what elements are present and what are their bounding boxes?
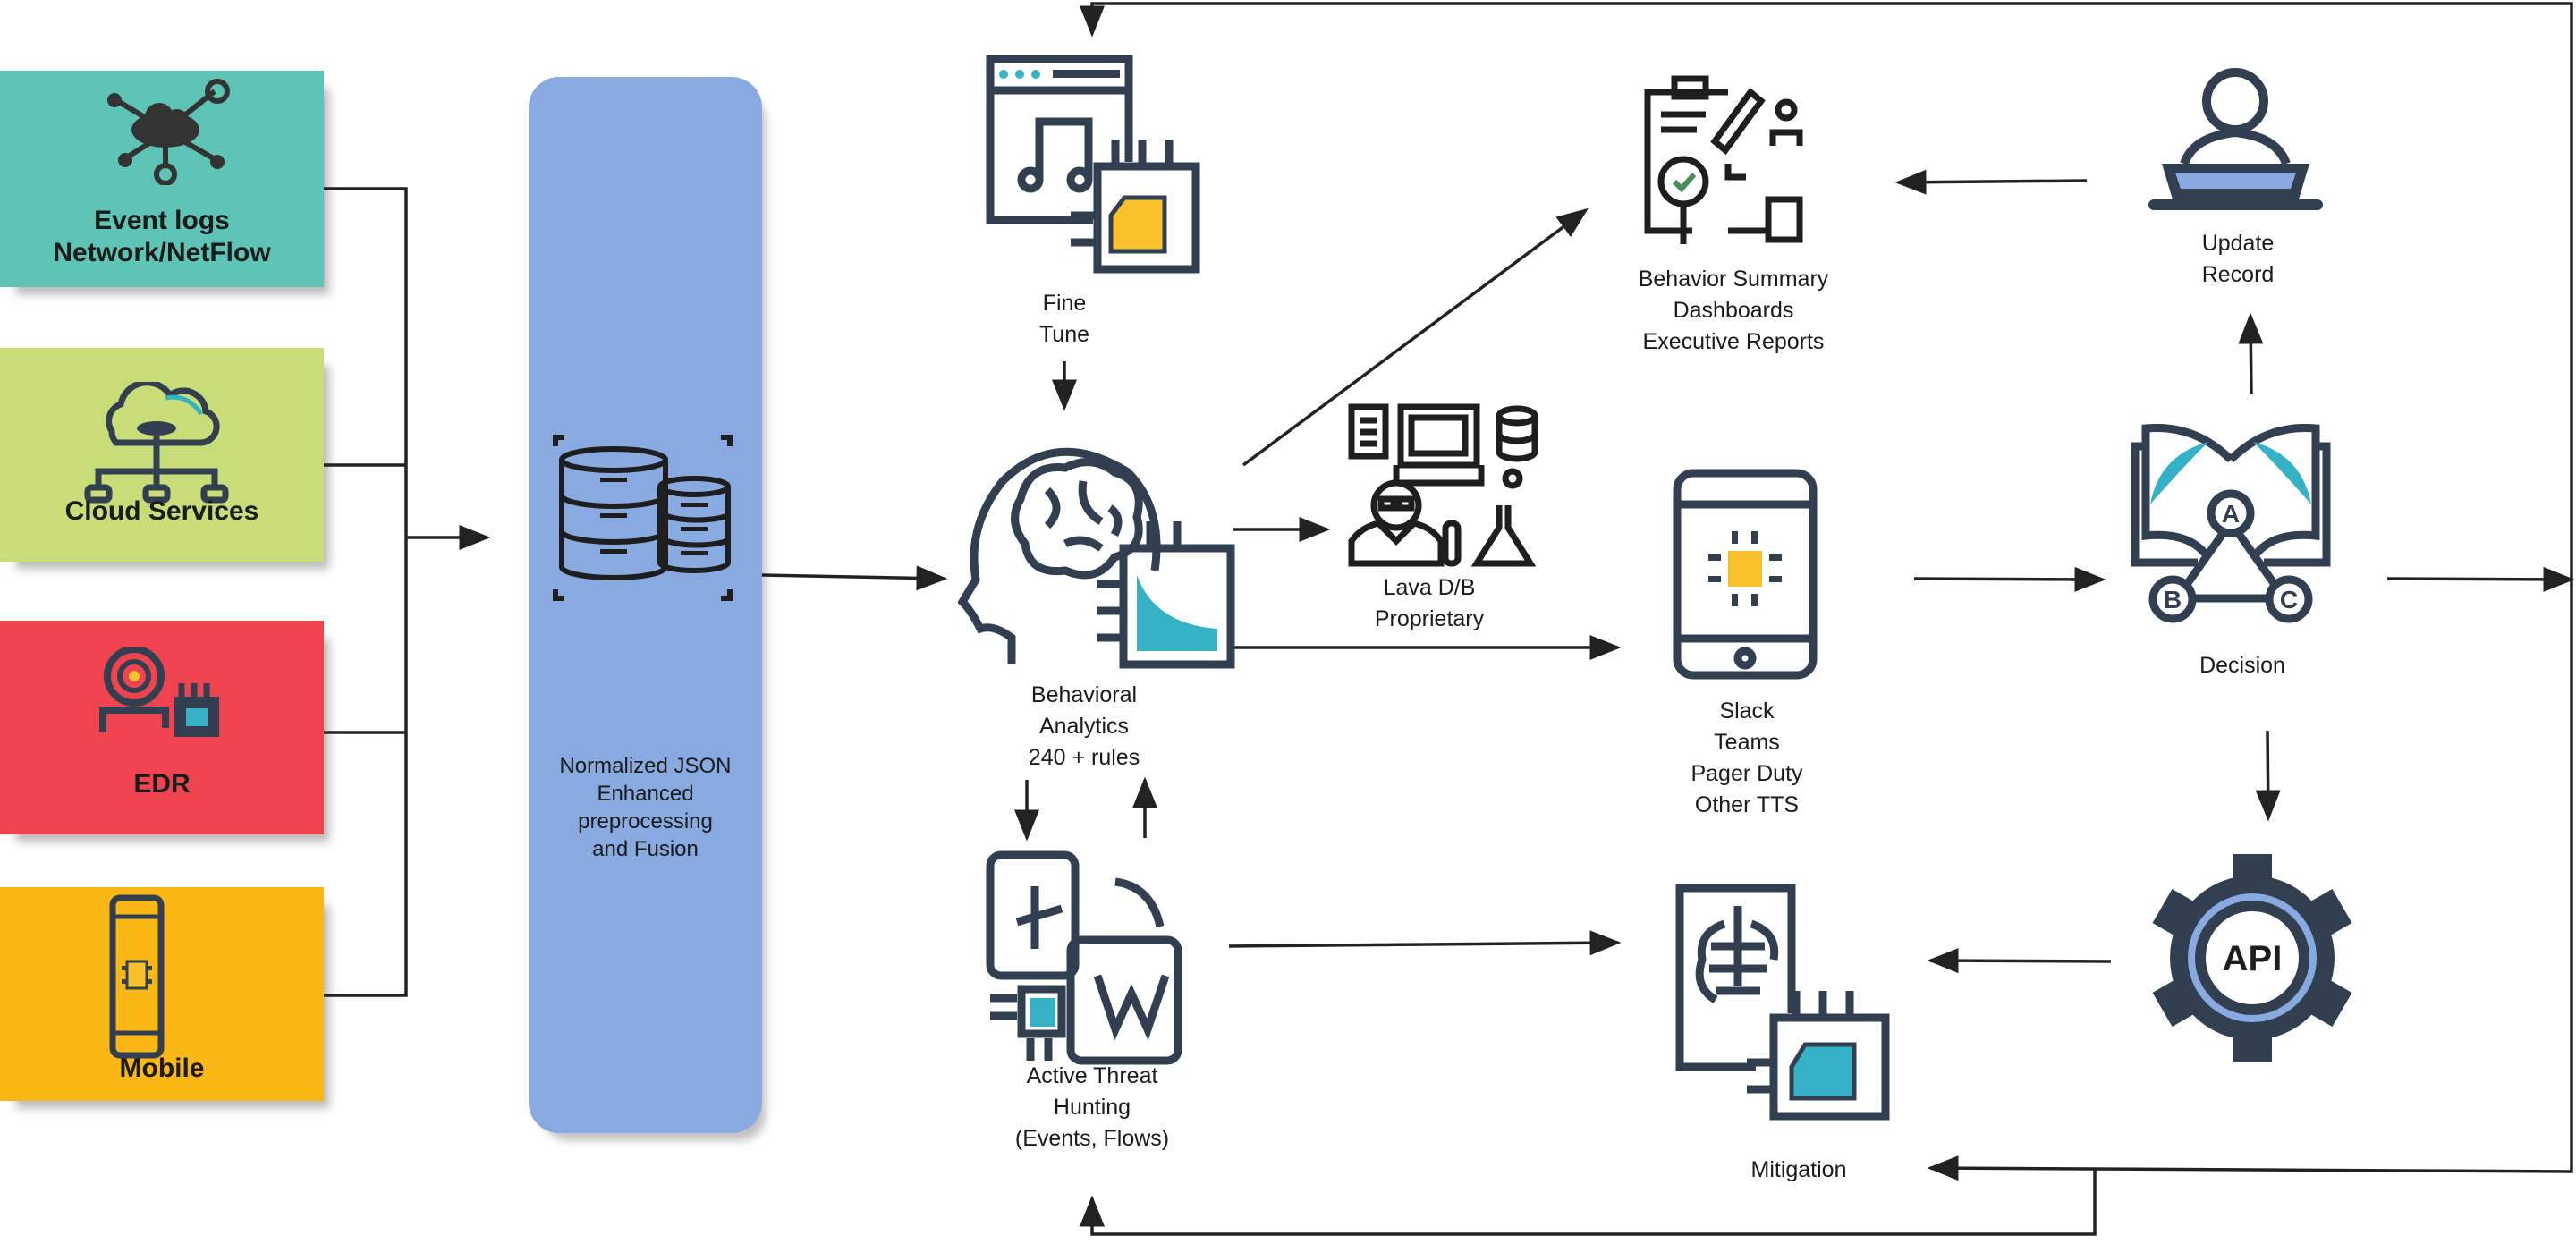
- database-icon: [553, 435, 733, 601]
- label-line: Executive Reports: [1642, 329, 1825, 354]
- label-line: preprocessing: [578, 809, 713, 834]
- scientist-icon: [1348, 403, 1538, 567]
- source-bus-line: [324, 187, 408, 997]
- source-cloud-services: Cloud Services: [0, 348, 324, 562]
- label-line: Lava D/B: [1383, 575, 1476, 600]
- label-line: and Fusion: [592, 837, 699, 861]
- label-line: Other TTS: [1694, 792, 1800, 817]
- loop-right-to-mitigation: [1927, 580, 2573, 1181]
- label-line: (Events, Flows): [1014, 1126, 1170, 1151]
- notify-channels-label: Slack Teams Pager Duty Other TTS: [1690, 696, 1802, 821]
- source-label: Mobile: [119, 1054, 205, 1083]
- label-line: Hunting: [1053, 1095, 1131, 1120]
- arrow-normalizer-to-behavioral: [761, 565, 948, 591]
- endpoint-sensor-icon: [99, 647, 219, 737]
- normalizer-panel: Normalized JSON Enhanced preprocessing a…: [529, 77, 762, 1133]
- loop-top-feedback: [1080, 2, 2573, 580]
- label-line: Network/NetFlow: [53, 238, 271, 267]
- label-line: 240 + rules: [1028, 745, 1140, 770]
- label-line: Behavior Summary: [1638, 267, 1829, 292]
- label-line: Tune: [1038, 322, 1090, 347]
- source-label: EDR: [133, 769, 191, 799]
- source-event-logs: Event logs Network/NetFlow: [0, 71, 324, 287]
- behavior-summary-label: Behavior Summary Dashboards Executive Re…: [1639, 264, 1829, 358]
- arrow-hunting-to-mitigation: [1228, 930, 1622, 956]
- update-record-label: Update Record: [2202, 228, 2275, 291]
- normalizer-label: Normalized JSON Enhanced preprocessing a…: [529, 752, 762, 863]
- music-chip-icon: [986, 55, 1200, 274]
- mitigation-label: Mitigation: [1751, 1155, 1847, 1186]
- label-line: Mitigation: [1750, 1157, 1847, 1182]
- label-line: Enhanced: [597, 782, 694, 806]
- source-label: Cloud Services: [64, 496, 259, 526]
- label-line: Behavioral: [1030, 682, 1138, 707]
- translate-icon: [986, 850, 1182, 1065]
- label-line: Fine: [1042, 291, 1087, 316]
- behavioral-analytics-label: Behavioral Analytics 240 + rules: [1029, 680, 1140, 774]
- label-line: Teams: [1714, 730, 1780, 755]
- label-line: Record: [2201, 262, 2275, 287]
- source-edr: EDR: [0, 621, 324, 834]
- label-line: Pager Duty: [1690, 761, 1803, 786]
- label-line: Proprietary: [1374, 606, 1485, 631]
- user-laptop-icon: [2148, 68, 2323, 210]
- source-mobile: Mobile: [0, 887, 324, 1101]
- brain-head-icon: [958, 447, 1235, 669]
- cloud-hierarchy-icon: [84, 382, 229, 504]
- node-b-glyph: B: [2164, 586, 2182, 614]
- arrow-update-to-summary: [1894, 169, 2088, 195]
- lungs-chip-icon: [1675, 884, 1890, 1121]
- active-threat-hunting-label: Active Threat Hunting (Events, Flows): [1015, 1061, 1169, 1155]
- arrow-decision-to-api: [2255, 730, 2281, 822]
- label-line: Analytics: [1038, 714, 1130, 739]
- arrow-decision-to-right: [2386, 566, 2575, 592]
- book-abc-icon: A B C: [2131, 424, 2331, 623]
- label-line: Slack: [1719, 698, 1775, 724]
- arrow-notify-to-decision: [1913, 566, 2106, 592]
- loop-bottom-to-hunting: [1080, 1170, 2097, 1236]
- arrow-decision-to-update: [2238, 312, 2264, 395]
- source-label: Event logs Network/NetFlow: [0, 205, 324, 269]
- api-gear-icon: API: [2152, 854, 2352, 1062]
- mobile-chip-icon: [109, 894, 165, 1059]
- node-c-glyph: C: [2280, 586, 2298, 614]
- cloud-network-icon: [107, 79, 230, 185]
- fine-tune-label: Fine Tune: [1039, 288, 1089, 351]
- decision-label: Decision: [2199, 650, 2285, 681]
- label-line: Update: [2201, 231, 2275, 256]
- arrow-behavioral-to-summary: [1241, 207, 1589, 467]
- report-icon: [1644, 75, 1803, 244]
- label-line: Active Threat: [1026, 1063, 1158, 1088]
- api-text: API: [2223, 939, 2283, 978]
- label-line: Dashboards: [1673, 298, 1794, 323]
- label-line: Normalized JSON: [559, 754, 732, 778]
- node-a-glyph: A: [2222, 500, 2240, 528]
- label-line: Event logs: [94, 206, 230, 235]
- phone-chip-icon: [1673, 469, 1818, 680]
- label-line: Decision: [2199, 653, 2285, 678]
- lava-db-label: Lava D/B Proprietary: [1375, 572, 1484, 635]
